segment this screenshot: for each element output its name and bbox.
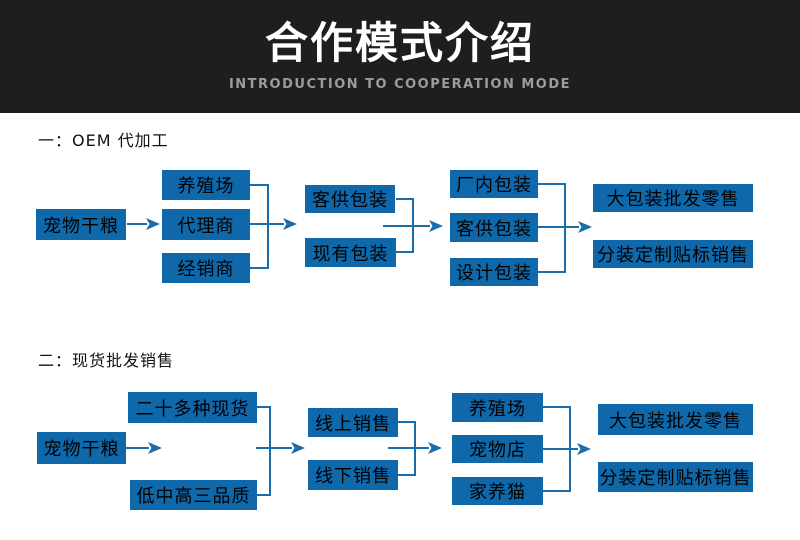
header-banner: 合作模式介绍 INTRODUCTION TO COOPERATION MODE [0,0,800,113]
flow1-node-customer-packaging: 客供包装 [305,185,395,213]
flow2-node-pet-dry-food: 宠物干粮 [37,432,126,464]
flow1-node-distributor: 经销商 [162,253,250,283]
flow1-node-factory-packaging: 厂内包装 [450,170,538,198]
flow1-node-bulk-wholesale: 大包装批发零售 [593,184,753,212]
flow2-node-house-cat: 家养猫 [452,477,543,505]
flow1-node-design-packaging: 设计包装 [450,258,538,286]
flow2-node-three-quality-grades: 低中高三品质 [130,480,257,510]
flow2-node-offline-sales: 线下销售 [308,460,398,490]
flow2-node-custom-label-sales: 分装定制贴标销售 [598,462,753,492]
flow1-node-farm: 养殖场 [162,170,250,200]
flow2-node-twenty-kinds-stock: 二十多种现货 [128,392,257,423]
flow2-node-online-sales: 线上销售 [308,408,398,437]
flow2-node-farm: 养殖场 [452,393,543,422]
flow1-node-customer-packaging-2: 客供包装 [450,213,538,242]
flow1-node-agent: 代理商 [162,209,250,240]
flow1-node-custom-label-sales: 分装定制贴标销售 [593,240,753,268]
flow2-node-bulk-wholesale: 大包装批发零售 [598,404,753,435]
page-title: 合作模式介绍 [265,19,535,70]
section-1-label: 一：OEM 代加工 [38,131,169,150]
flow1-node-pet-dry-food: 宠物干粮 [36,209,126,240]
flow2-node-pet-store: 宠物店 [452,435,543,463]
section-2-label: 二：现货批发销售 [38,351,175,370]
flow1-node-existing-packaging: 现有包装 [305,238,396,267]
page-subtitle: INTRODUCTION TO COOPERATION MODE [228,76,572,92]
